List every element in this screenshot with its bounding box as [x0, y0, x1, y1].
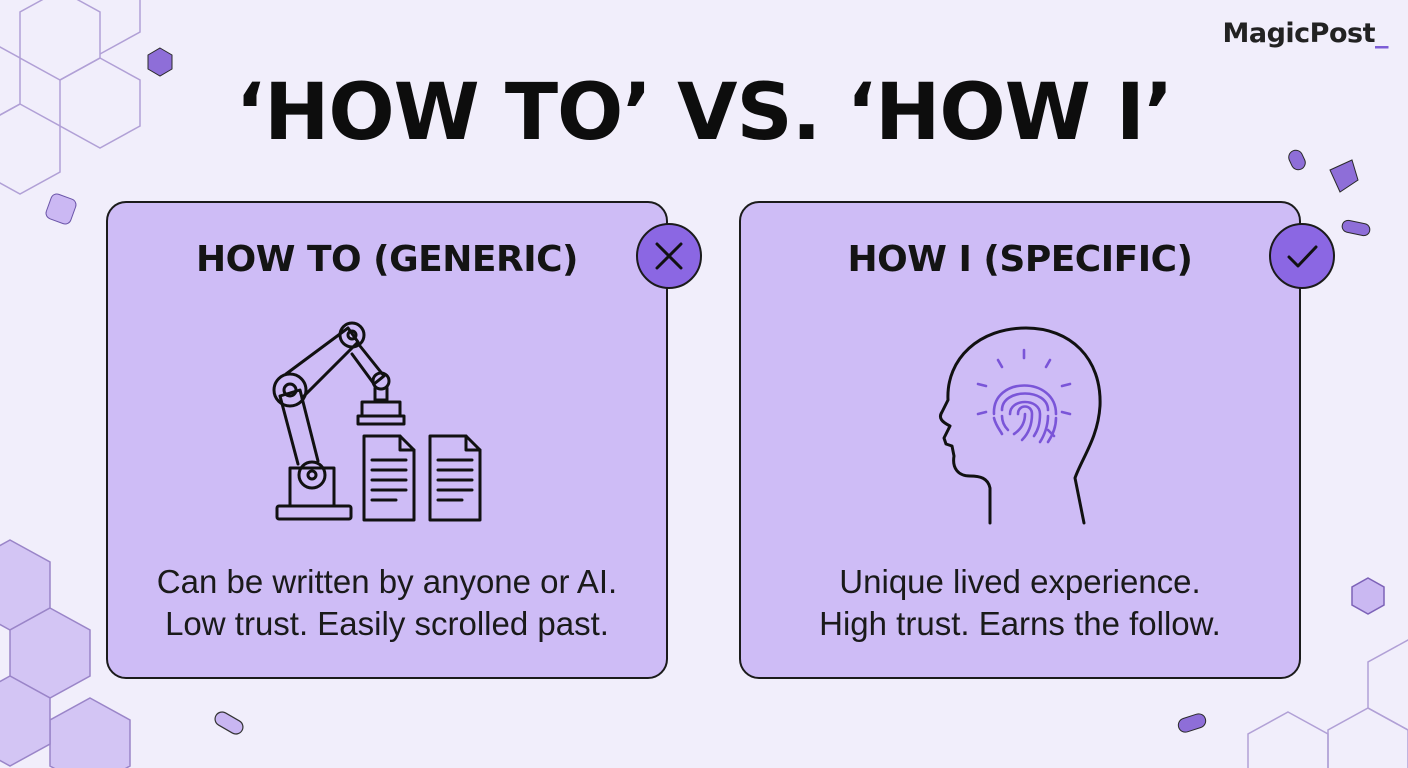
card-title: HOW TO (GENERIC): [196, 239, 578, 280]
card-description: Unique lived experience. High trust. Ear…: [741, 561, 1299, 645]
brand-cursor: _: [1375, 18, 1389, 49]
generic-card: HOW TO (GENERIC): [106, 201, 702, 679]
head-with-fingerprint-icon: [938, 326, 1102, 525]
card-line-2: High trust. Earns the follow.: [819, 605, 1221, 642]
card-title: HOW I (SPECIFIC): [847, 239, 1193, 280]
page-title: ‘HOW TO’ VS. ‘HOW I’: [235, 68, 1173, 158]
card-description: Can be written by anyone or AI. Low trus…: [108, 561, 666, 645]
brand-logo: MagicPost_: [1223, 18, 1389, 49]
robot-arm-stamping-documents-icon: [272, 321, 482, 522]
card-line-2: Low trust. Easily scrolled past.: [165, 605, 609, 642]
card-line-1: Can be written by anyone or AI.: [156, 563, 618, 600]
checkmark-icon: [1269, 223, 1335, 289]
brand-name: MagicPost: [1222, 18, 1376, 49]
card-line-1: Unique lived experience.: [839, 563, 1201, 600]
x-mark-icon: [636, 223, 702, 289]
specific-card: HOW I (SPECIFIC) Unique lived experience…: [739, 201, 1335, 679]
